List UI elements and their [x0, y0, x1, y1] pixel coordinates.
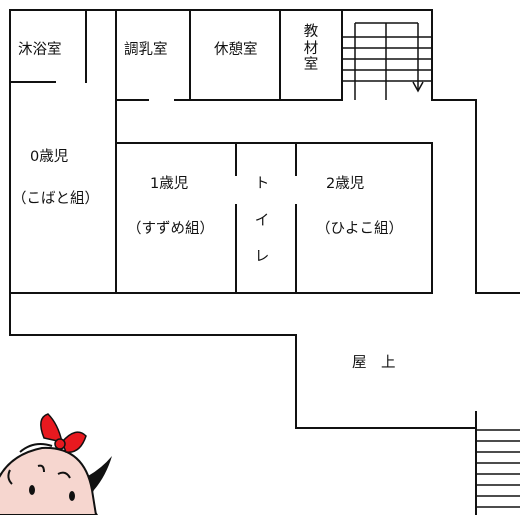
room-formula-label: 調乳室: [124, 42, 168, 58]
room-toilet-char: イ: [254, 212, 270, 229]
room-materials-char: 材: [303, 40, 319, 57]
rooftop-label: 屋 上: [352, 355, 396, 371]
room-toilet-char: レ: [254, 249, 270, 265]
room-materials-label: 教 材 室: [302, 25, 320, 79]
stairs-upper: [342, 22, 432, 100]
room-bath-label: 沐浴室: [18, 42, 62, 58]
stairs-lower: [476, 429, 520, 508]
room-age2-group: （ひよこ組）: [316, 221, 403, 237]
room-toilet-label: ト イ レ: [253, 177, 271, 271]
room-age2-label: 2歳児: [326, 176, 365, 192]
room-age1-group: （すずめ組）: [127, 221, 214, 237]
room-rest-label: 休憩室: [214, 42, 258, 58]
room-toilet-char: ト: [254, 176, 270, 192]
room-materials-char: 室: [303, 57, 319, 73]
mascot-girl-illustration: [0, 413, 112, 515]
room-materials-char: 教: [303, 24, 319, 40]
room-age1-label: 1歳児: [150, 176, 189, 192]
room-age0-group: （こばと組）: [12, 191, 99, 207]
room-age0-label: 0歳児: [30, 149, 69, 165]
